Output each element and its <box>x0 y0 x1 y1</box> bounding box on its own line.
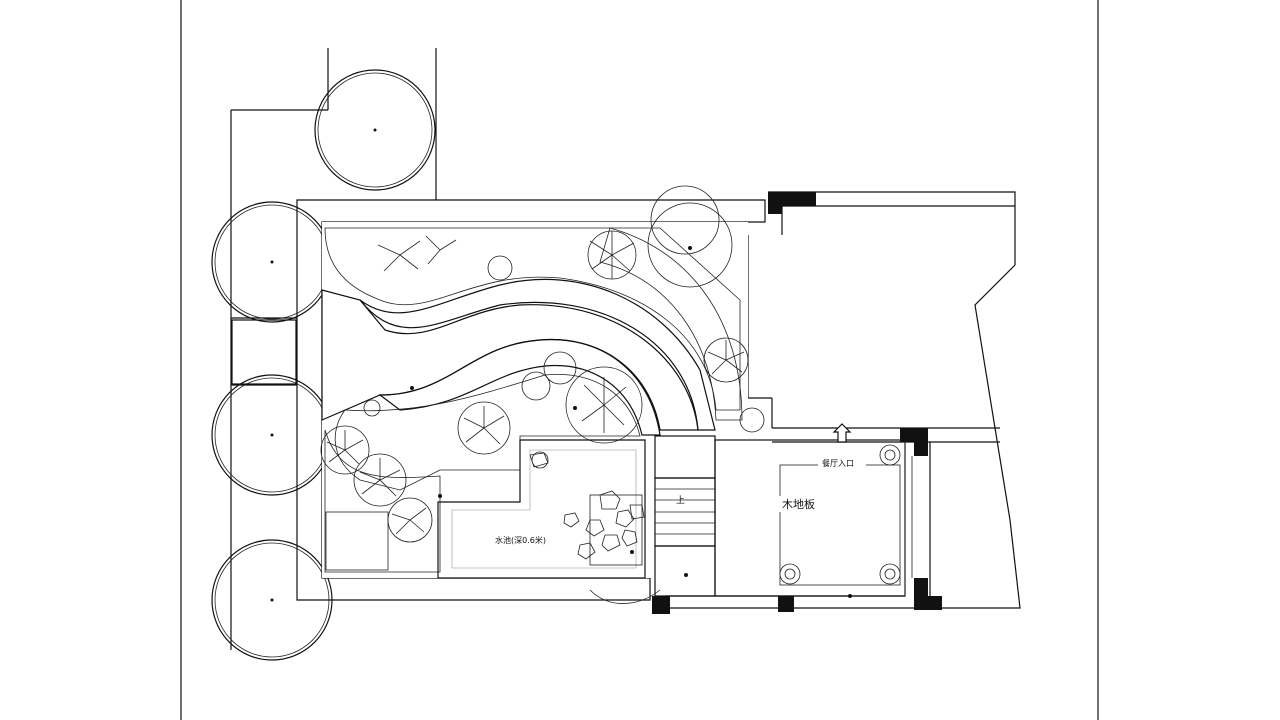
planting-symbols <box>320 202 765 543</box>
entrance-arrow-icon <box>832 423 852 443</box>
step-up-label: 上 <box>676 495 685 506</box>
tree-canopy <box>317 72 433 188</box>
pool-label-bg <box>492 532 554 546</box>
tree-center-dots <box>410 246 852 598</box>
entrance-label-bg <box>818 456 866 468</box>
tree-canopy <box>650 185 720 255</box>
side-gate-paving <box>231 319 297 385</box>
shrub-canopy <box>387 497 433 543</box>
entrance-label: 餐厅入口 <box>822 459 854 468</box>
structural-columns <box>652 192 942 614</box>
pebble-path-lower <box>378 338 661 436</box>
hatched-planting-arc <box>599 227 743 421</box>
shrub-canopy <box>521 371 551 401</box>
shrub-canopy <box>647 202 733 288</box>
shrub-canopy <box>543 351 577 385</box>
wood-deck-border <box>779 464 901 586</box>
pool-label: 水池(深0.6米) <box>495 535 546 545</box>
tree-canopy-edge <box>589 589 661 604</box>
deck-label: 木地板 <box>782 497 815 511</box>
shrub-canopy <box>739 407 765 433</box>
deck-rail <box>904 440 913 596</box>
palm-symbols <box>326 231 745 535</box>
deck-label-bg <box>776 496 824 512</box>
planter-grid <box>325 511 389 571</box>
tree-canopy <box>314 69 436 191</box>
planting-bed-top <box>324 227 741 411</box>
shrub-canopy <box>487 255 513 281</box>
shrub-canopy <box>353 453 407 507</box>
shrub-canopy <box>531 451 549 469</box>
shrub-canopy <box>457 401 511 455</box>
shrub-canopy <box>565 366 643 444</box>
shrub-canopy <box>703 337 749 383</box>
shrub-canopy <box>363 399 381 417</box>
shrub-canopy <box>320 425 370 475</box>
gravel-area <box>334 373 641 491</box>
deck-lamps <box>779 444 901 585</box>
